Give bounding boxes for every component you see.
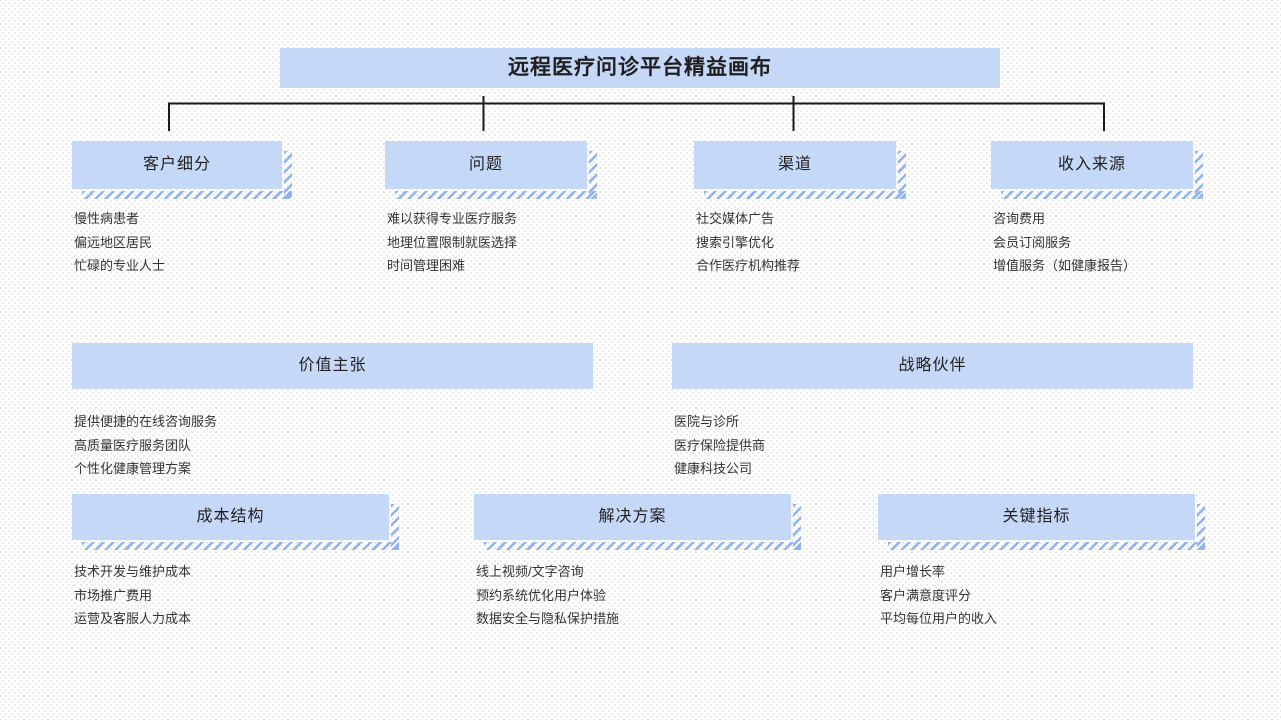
section-header-customer-segments: 客户细分 xyxy=(72,141,292,199)
section-label: 客户细分 xyxy=(142,156,211,173)
list-item: 咨询费用 xyxy=(993,211,1046,226)
list-item: 市场推广费用 xyxy=(74,587,153,603)
list-item: 慢性病患者 xyxy=(74,211,140,226)
list-item: 时间管理困难 xyxy=(387,258,466,273)
section-header-problems: 问题 xyxy=(385,141,597,199)
list-item: 会员订阅服务 xyxy=(993,234,1072,250)
list-item: 个性化健康管理方案 xyxy=(74,461,192,476)
list-item: 技术开发与维护成本 xyxy=(74,564,192,579)
section-header-revenue-sources: 收入来源 xyxy=(991,141,1203,199)
list-item: 高质量医疗服务团队 xyxy=(74,437,192,453)
section-list-solutions: 线上视频/文字咨询 预约系统优化用户体验 数据安全与隐私保护措施 xyxy=(476,560,619,631)
list-item: 线上视频/文字咨询 xyxy=(476,564,584,579)
section-header-channels: 渠道 xyxy=(694,141,906,199)
section-list-key-metrics: 用户增长率 客户满意度评分 平均每位用户的收入 xyxy=(880,560,997,631)
section-list-problems: 难以获得专业医疗服务 地理位置限制就医选择 时间管理困难 xyxy=(387,207,517,278)
section-list-strategic-partners: 医院与诊所 医疗保险提供商 健康科技公司 xyxy=(674,410,765,481)
list-item: 搜索引擎优化 xyxy=(696,234,775,250)
list-item: 健康科技公司 xyxy=(674,461,753,476)
section-header-solutions: 解决方案 xyxy=(474,494,801,550)
list-item: 难以获得专业医疗服务 xyxy=(387,211,518,226)
section-header-strategic-partners: 战略伙伴 xyxy=(672,343,1193,389)
list-item: 偏远地区居民 xyxy=(74,234,153,250)
list-item: 用户增长率 xyxy=(880,564,946,579)
section-label: 问题 xyxy=(468,156,503,173)
section-label: 关键指标 xyxy=(1002,508,1071,525)
section-label: 成本结构 xyxy=(196,508,265,525)
list-item: 客户满意度评分 xyxy=(880,587,972,603)
list-item: 预约系统优化用户体验 xyxy=(476,587,607,603)
section-label: 解决方案 xyxy=(598,508,667,525)
section-label: 收入来源 xyxy=(1057,156,1126,173)
list-item: 地理位置限制就医选择 xyxy=(387,234,518,250)
section-label: 战略伙伴 xyxy=(898,357,967,374)
list-item: 平均每位用户的收入 xyxy=(880,611,998,626)
section-header-key-metrics: 关键指标 xyxy=(878,494,1205,550)
list-item: 忙碌的专业人士 xyxy=(74,258,166,273)
section-header-cost-structure: 成本结构 xyxy=(72,494,399,550)
list-item: 提供便捷的在线咨询服务 xyxy=(74,414,218,429)
section-label: 渠道 xyxy=(777,156,812,173)
section-list-customer-segments: 慢性病患者 偏远地区居民 忙碌的专业人士 xyxy=(74,207,165,278)
list-item: 合作医疗机构推荐 xyxy=(696,258,801,273)
list-item: 数据安全与隐私保护措施 xyxy=(476,611,620,626)
list-item: 医疗保险提供商 xyxy=(674,437,766,453)
section-header-value-proposition: 价值主张 xyxy=(72,343,593,389)
list-item: 医院与诊所 xyxy=(674,414,740,429)
canvas-title-box: 远程医疗问诊平台精益画布 xyxy=(280,48,1000,88)
list-item: 增值服务（如健康报告） xyxy=(993,258,1137,273)
section-list-value-proposition: 提供便捷的在线咨询服务 高质量医疗服务团队 个性化健康管理方案 xyxy=(74,410,217,481)
list-item: 社交媒体广告 xyxy=(696,211,775,226)
section-list-revenue-sources: 咨询费用 会员订阅服务 增值服务（如健康报告） xyxy=(993,207,1136,278)
section-list-cost-structure: 技术开发与维护成本 市场推广费用 运营及客服人力成本 xyxy=(74,560,191,631)
list-item: 运营及客服人力成本 xyxy=(74,611,192,626)
canvas-title: 远程医疗问诊平台精益画布 xyxy=(508,56,772,79)
section-list-channels: 社交媒体广告 搜索引擎优化 合作医疗机构推荐 xyxy=(696,207,800,278)
section-label: 价值主张 xyxy=(298,357,367,374)
